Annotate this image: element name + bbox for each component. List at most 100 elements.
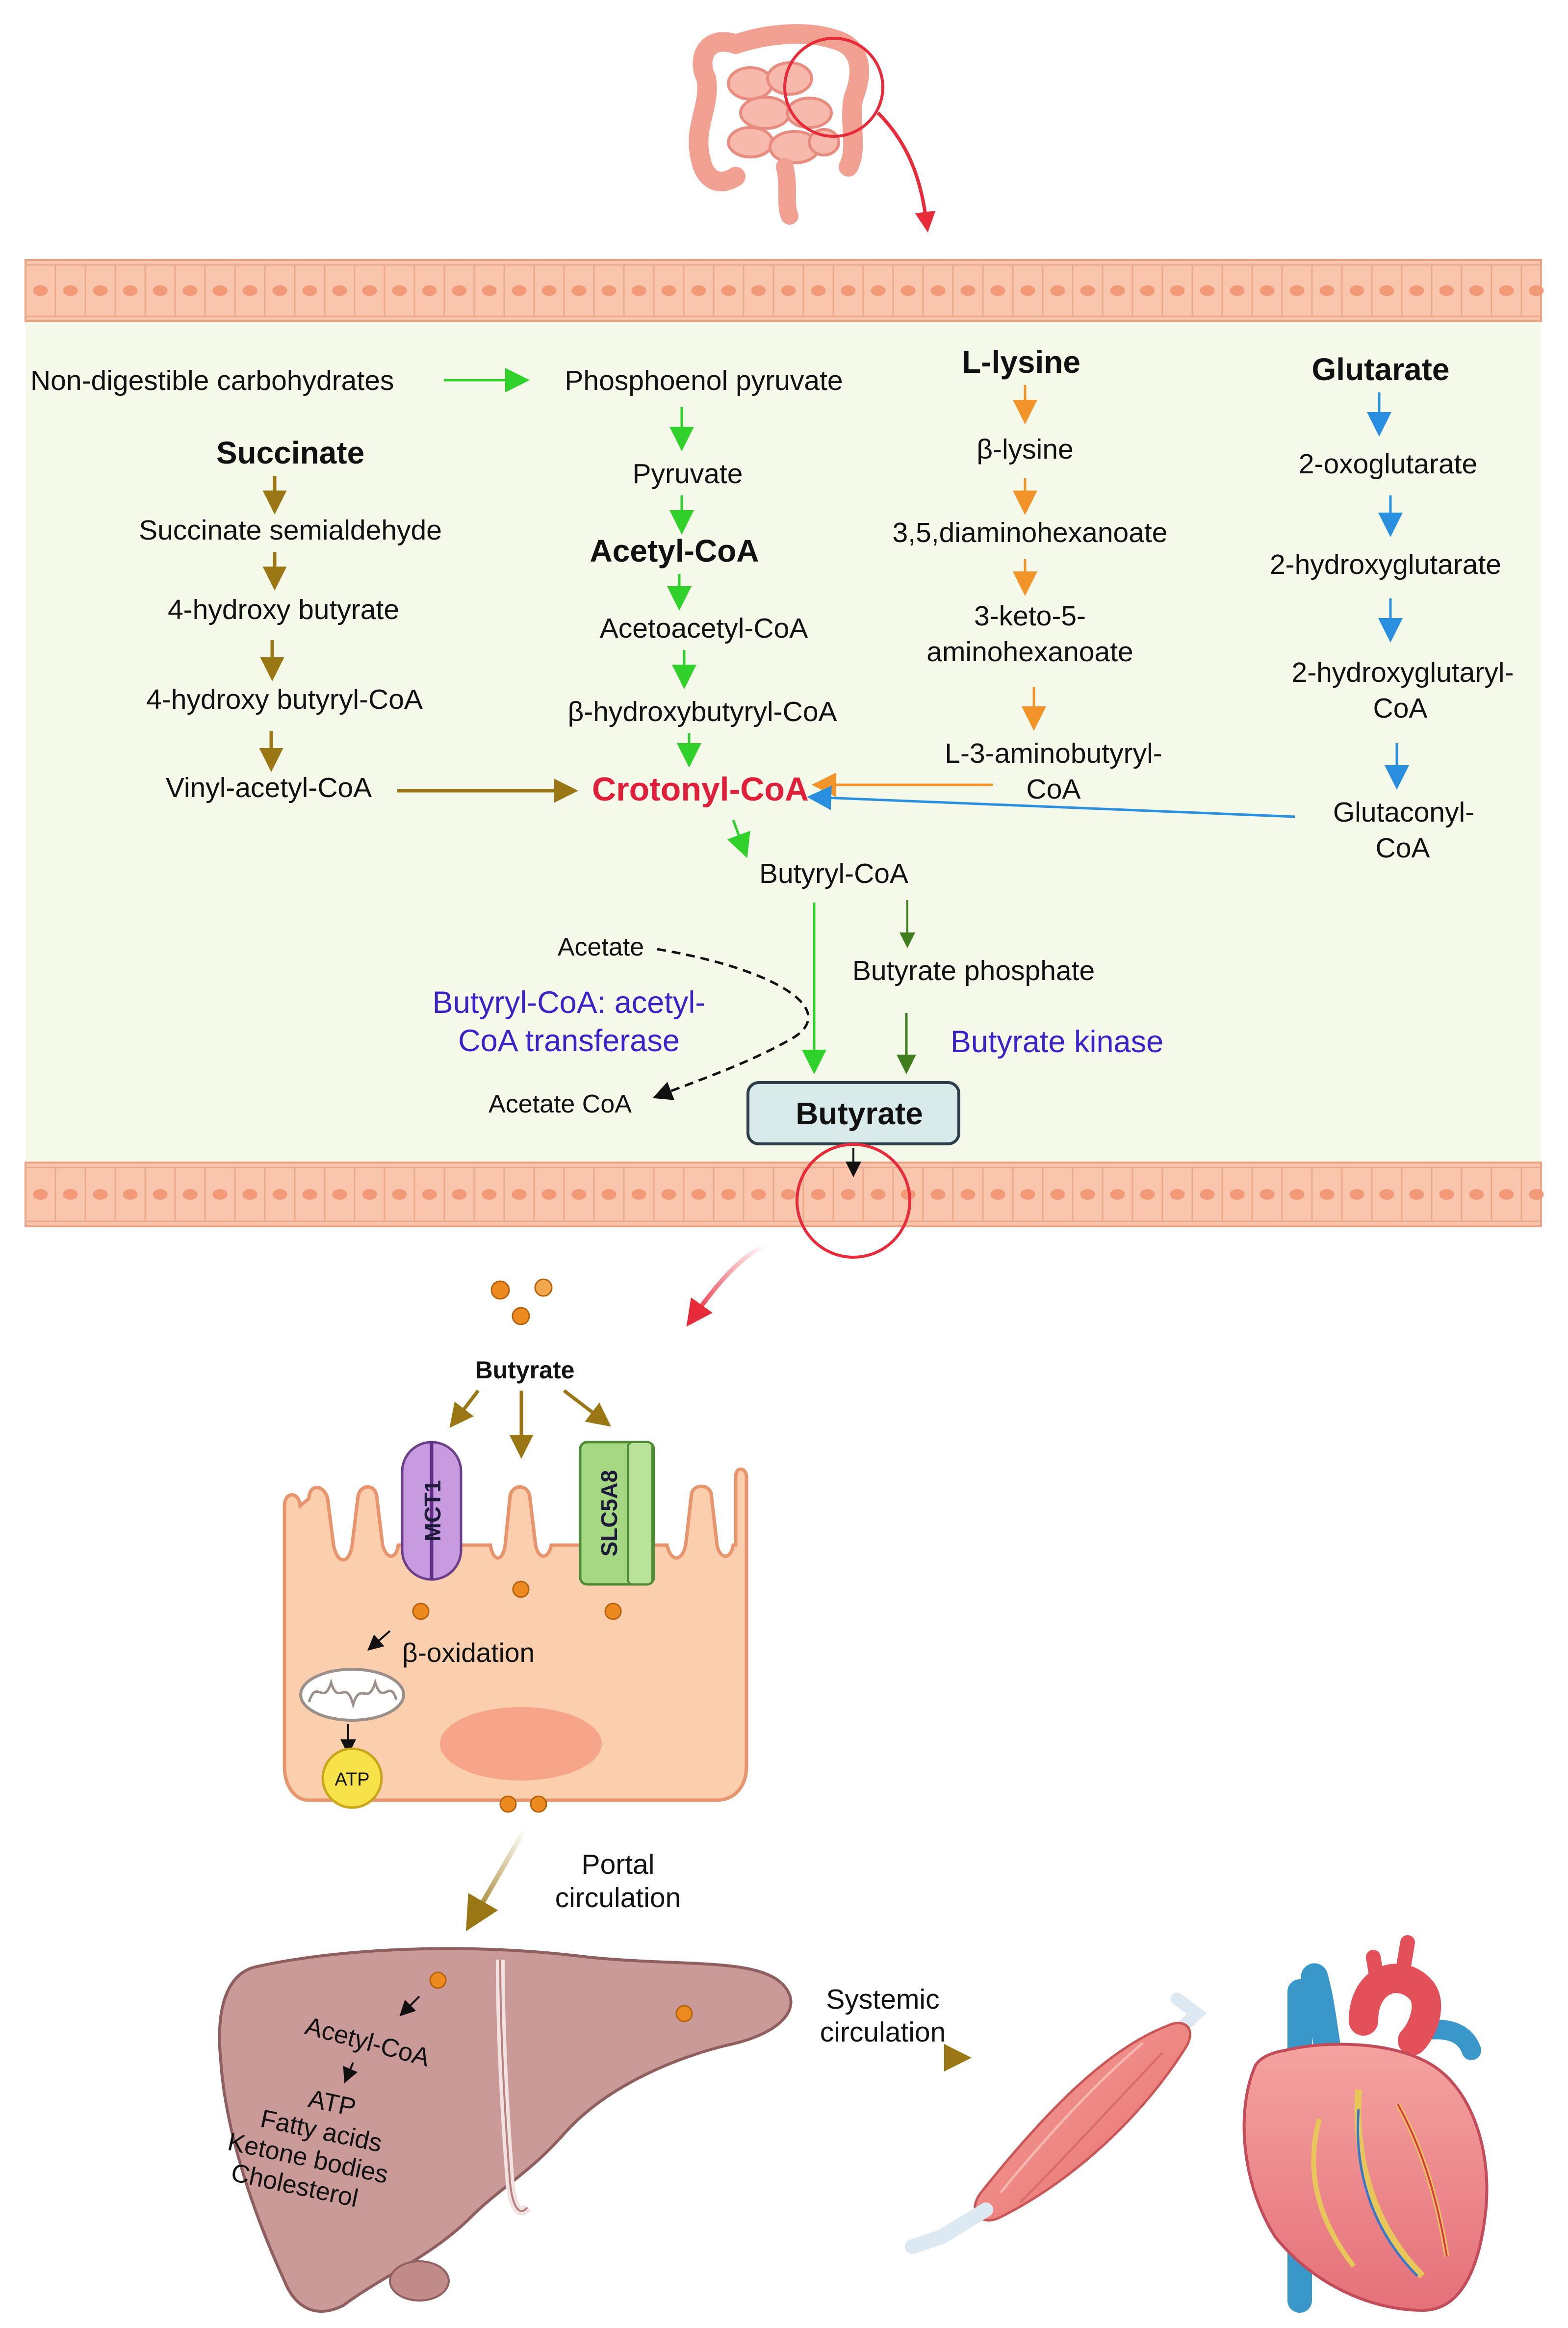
epithelial-nucleus <box>841 1189 856 1200</box>
label-aminohexanoate: aminohexanoate <box>926 636 1133 668</box>
epithelial-nucleus <box>482 1189 497 1200</box>
label-beta-oxidation: β-oxidation <box>402 1637 535 1668</box>
epithelial-nucleus <box>691 1189 706 1200</box>
epithelial-nucleus <box>781 1189 796 1200</box>
epithelial-nucleus <box>1439 285 1454 296</box>
epithelial-nucleus <box>601 285 617 296</box>
label-vinyl-acetyl-coa: Vinyl-acetyl-CoA <box>166 772 372 803</box>
label-acetate-coa: Acetate CoA <box>488 1090 632 1118</box>
epithelial-nucleus <box>1529 1189 1544 1200</box>
epithelial-nucleus <box>452 1189 467 1200</box>
label-l-3-aminobutyryl: L-3-aminobutyryl- <box>945 738 1162 769</box>
label-succinate-semialdehyde: Succinate semialdehyde <box>139 515 442 546</box>
label-pyruvate: Pyruvate <box>633 458 743 490</box>
portal-arrow <box>465 1828 527 1932</box>
label-butyrate-product: Butyrate <box>796 1096 923 1131</box>
epithelial-nucleus <box>153 285 168 296</box>
epithelial-nucleus <box>691 285 706 296</box>
epithelial-nucleus <box>751 285 766 296</box>
label-butyryl-coa: Butyryl-CoA <box>759 858 908 889</box>
epithelial-nucleus <box>1409 285 1424 296</box>
epithelial-nucleus <box>302 1189 317 1200</box>
epithelial-nucleus <box>482 285 497 296</box>
label-l-3-aminobutyryl-coa-suffix: CoA <box>1027 774 1081 805</box>
epithelial-nucleus <box>1499 285 1514 296</box>
epithelial-nucleus <box>871 285 886 296</box>
epithelial-nucleus <box>601 1189 617 1200</box>
epithelial-nucleus <box>781 285 796 296</box>
epithelial-nucleus <box>63 1189 78 1200</box>
label-glutaconyl: Glutaconyl- <box>1333 797 1474 828</box>
epithelial-nucleus <box>302 285 317 296</box>
epithelial-nucleus <box>541 285 557 296</box>
epithelial-nucleus <box>362 1189 377 1200</box>
epithelial-nucleus <box>631 285 646 296</box>
epithelial-nucleus <box>1110 1189 1125 1200</box>
epithelial-nucleus <box>1140 285 1155 296</box>
colonic-lumen <box>26 319 1541 1163</box>
epithelial-nucleus <box>1379 285 1394 296</box>
epithelial-nucleus <box>272 285 287 296</box>
epithelial-nucleus <box>123 285 138 296</box>
label-glutaconyl-coa-suffix: CoA <box>1376 832 1430 864</box>
epithelial-nucleus <box>930 1189 946 1200</box>
epithelial-nucleus <box>1260 285 1275 296</box>
intracellular-butyrate <box>412 1580 622 1813</box>
epithelial-nucleus <box>33 1189 48 1200</box>
heart-icon <box>1242 1935 1489 2313</box>
epithelial-nucleus <box>212 1189 228 1200</box>
label-diaminohexanoate: 3,5,diaminohexanoate <box>893 517 1168 548</box>
epithelial-nucleus <box>422 285 437 296</box>
epithelial-nucleus <box>571 285 587 296</box>
label-systemic-circulation: circulation <box>820 2017 946 2048</box>
epithelial-nucleus <box>153 1189 168 1200</box>
epithelial-nucleus <box>422 1189 437 1200</box>
epithelial-nucleus <box>1020 1189 1035 1200</box>
label-succinate: Succinate <box>216 435 364 470</box>
epithelial-nucleus <box>1170 285 1185 296</box>
liver-butyrate <box>429 1971 693 2022</box>
muscle-icon <box>905 1992 1207 2254</box>
epithelial-nucleus <box>1409 1189 1424 1200</box>
epithelial-nucleus <box>1200 285 1215 296</box>
label-butyrate-phosphate: Butyrate phosphate <box>852 955 1095 986</box>
epithelial-nucleus <box>1439 1189 1454 1200</box>
epithelial-nucleus <box>242 285 257 296</box>
label-4-hydroxy-butyryl-coa: 4-hydroxy butyryl-CoA <box>146 684 423 715</box>
label-transferase-line2: CoA transferase <box>458 1024 680 1058</box>
label-2-oxoglutarate: 2-oxoglutarate <box>1299 448 1477 480</box>
label-2-hydroxyglutaryl: 2-hydroxyglutaryl- <box>1292 657 1514 688</box>
epithelium-top <box>25 259 1544 322</box>
epithelial-nucleus <box>63 285 78 296</box>
label-butyrate-absorption: Butyrate <box>475 1356 575 1384</box>
epithelial-nucleus <box>1319 1189 1335 1200</box>
label-phosphoenol-pyruvate: Phosphoenol pyruvate <box>565 365 843 396</box>
epithelial-nucleus <box>900 285 916 296</box>
slc5a8-transporter: SLC5A8 <box>579 1441 655 1586</box>
epithelial-nucleus <box>960 285 976 296</box>
epithelial-nucleus <box>1289 1189 1305 1200</box>
epithelial-nucleus <box>1469 285 1484 296</box>
epithelial-nucleus <box>571 1189 587 1200</box>
epithelial-nucleus <box>1260 1189 1275 1200</box>
epithelial-nucleus <box>1349 285 1364 296</box>
epithelial-nucleus <box>1080 285 1095 296</box>
label-atp-cell: ATP <box>334 1769 369 1790</box>
label-glutarate: Glutarate <box>1312 352 1450 387</box>
epithelial-nucleus <box>1230 285 1245 296</box>
epithelial-nucleus <box>242 1189 257 1200</box>
red-pointer-arrow-2 <box>686 1243 766 1327</box>
label-acetate: Acetate <box>558 933 644 961</box>
epithelial-nucleus <box>751 1189 766 1200</box>
label-3-keto-5: 3-keto-5- <box>974 600 1086 632</box>
mct1-transporter: MCT1 <box>401 1441 463 1581</box>
butyrate-particles <box>490 1278 553 1325</box>
nucleus-icon <box>440 1707 602 1781</box>
label-systemic: Systemic <box>826 1984 939 2015</box>
epithelial-nucleus <box>1499 1189 1514 1200</box>
epithelial-nucleus <box>212 285 228 296</box>
epithelial-nucleus <box>811 285 826 296</box>
epithelial-nucleus <box>512 285 527 296</box>
label-4-hydroxy-butyrate: 4-hydroxy butyrate <box>168 594 399 625</box>
